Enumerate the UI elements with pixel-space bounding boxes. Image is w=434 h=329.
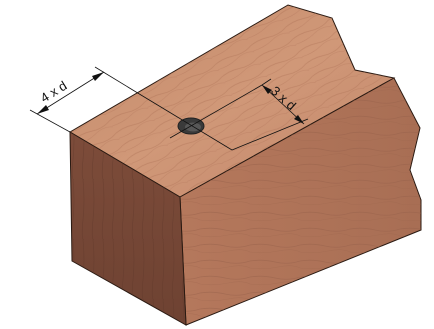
hole-centre-lines [140, 84, 263, 151]
extension-line [94, 66, 142, 96]
extension-line [231, 118, 309, 151]
block-front-face [69, 131, 187, 326]
extension-line [261, 78, 272, 86]
dimension-spacing [231, 78, 309, 151]
arrow-head [294, 115, 304, 124]
arrow-head [262, 85, 272, 94]
dimension-label-edge-distance: 4 x d [38, 78, 70, 106]
arrow-head [37, 105, 49, 114]
dimension-edge-distance [29, 66, 142, 133]
extension-line [29, 109, 71, 133]
arrow-head [92, 72, 104, 81]
block-side-face [179, 77, 422, 326]
dimension-line [36, 71, 105, 115]
